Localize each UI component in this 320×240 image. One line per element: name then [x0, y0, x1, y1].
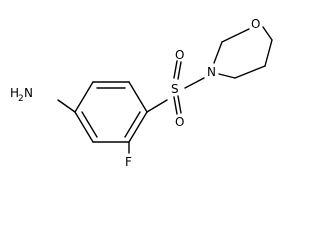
molecule-drawing: H 2 N F S O O N O [10, 17, 273, 169]
amine-h-count: 2 [18, 94, 24, 104]
structure-diagram: H 2 N F S O O N O [10, 17, 273, 169]
sulfonyl-double-bond-bottom [173, 96, 178, 115]
amine-group: H 2 N [10, 86, 33, 104]
ring-double-bond [124, 111, 141, 138]
fluorine-label: F [125, 155, 132, 169]
ring-double-bond [81, 111, 98, 138]
morpholine-o-label: O [251, 17, 260, 31]
morpholine-ring [213, 26, 273, 79]
sulfonyl-o-top-label: O [175, 48, 184, 62]
ring-bond [128, 81, 148, 113]
ring-bond [218, 73, 236, 79]
amine-h-label: H [10, 86, 19, 100]
sulfonyl-double-bond-bottom [177, 95, 182, 114]
ring-bond [234, 65, 266, 79]
sulfonyl-double-bond-top [177, 61, 182, 80]
ring-bond [262, 26, 273, 41]
sulfonyl-o-bottom-label: O [175, 115, 184, 129]
ring-bond [221, 28, 250, 43]
morpholine-n-label: N [207, 65, 216, 79]
ring-bond [74, 81, 94, 113]
amine-bond [57, 99, 76, 113]
ring-bond [128, 111, 148, 143]
sulfonyl-double-bond-top [173, 60, 178, 79]
amine-n-label: N [24, 86, 33, 100]
benzene-ring [74, 81, 148, 143]
ring-bond [74, 111, 94, 143]
sulfur-to-nitrogen-bond [184, 77, 205, 89]
sulfur-label: S [171, 82, 179, 96]
ring-to-sulfur-bond [146, 99, 168, 113]
ring-bond [264, 39, 273, 67]
ring-bond [213, 41, 223, 64]
